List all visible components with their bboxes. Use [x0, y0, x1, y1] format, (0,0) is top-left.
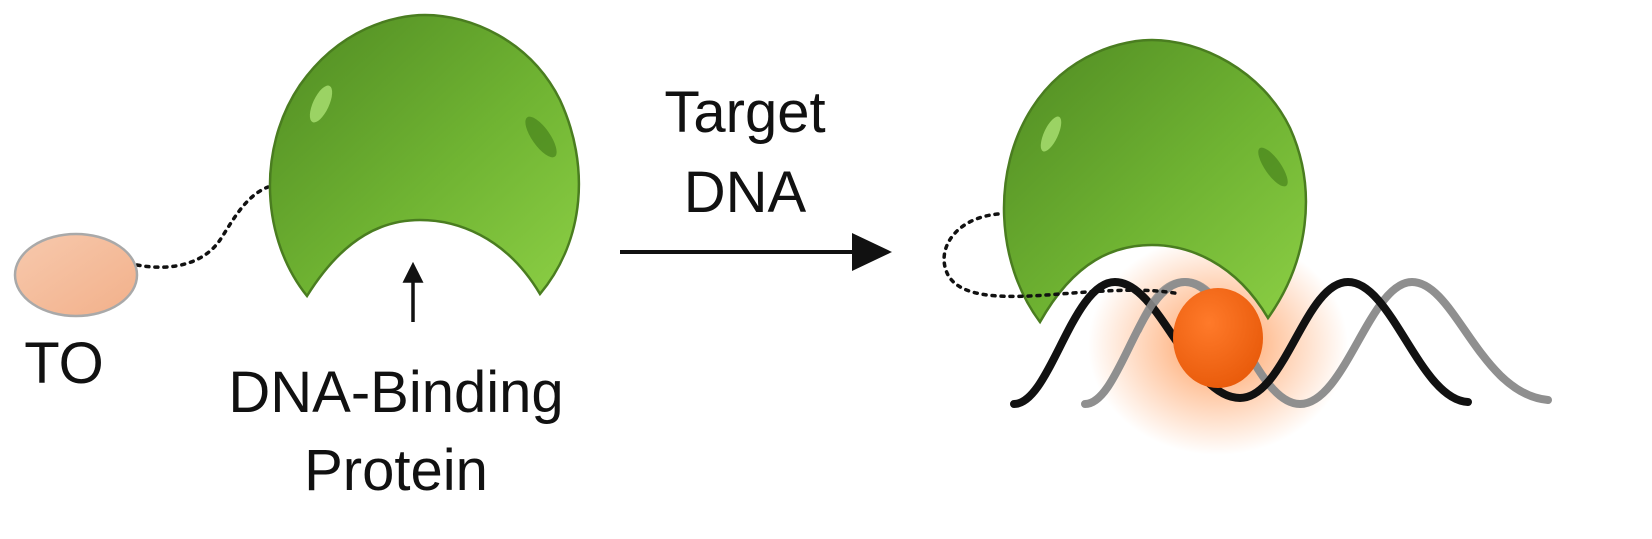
- dna-strand-black: [1010, 277, 1472, 408]
- arrow-label-line2: DNA: [684, 160, 807, 225]
- unbound-complex: TO DNA-Binding Protein: [13, 13, 581, 503]
- protein-label-line2: Protein: [304, 438, 488, 503]
- protein-highlight: [309, 85, 333, 123]
- ellipse-dye-bound-icon: [1173, 288, 1263, 388]
- dye-label: TO: [24, 331, 104, 396]
- bound-complex: [942, 38, 1552, 455]
- right-arrow-icon: [852, 233, 892, 271]
- arrow-label-line1: Target: [664, 80, 825, 145]
- pacman-protein-icon: [1002, 38, 1308, 325]
- protein-highlight: [525, 116, 557, 158]
- protein-highlight: [1258, 147, 1288, 187]
- ellipse-dye-icon: [13, 232, 139, 318]
- protein-label-line1: DNA-Binding: [228, 360, 563, 425]
- reaction-step: Target DNA: [620, 80, 892, 271]
- pacman-protein-icon: [268, 13, 581, 299]
- linker-bound: [942, 212, 1182, 299]
- protein-highlight: [1040, 116, 1062, 152]
- linker-unbound: [135, 185, 270, 269]
